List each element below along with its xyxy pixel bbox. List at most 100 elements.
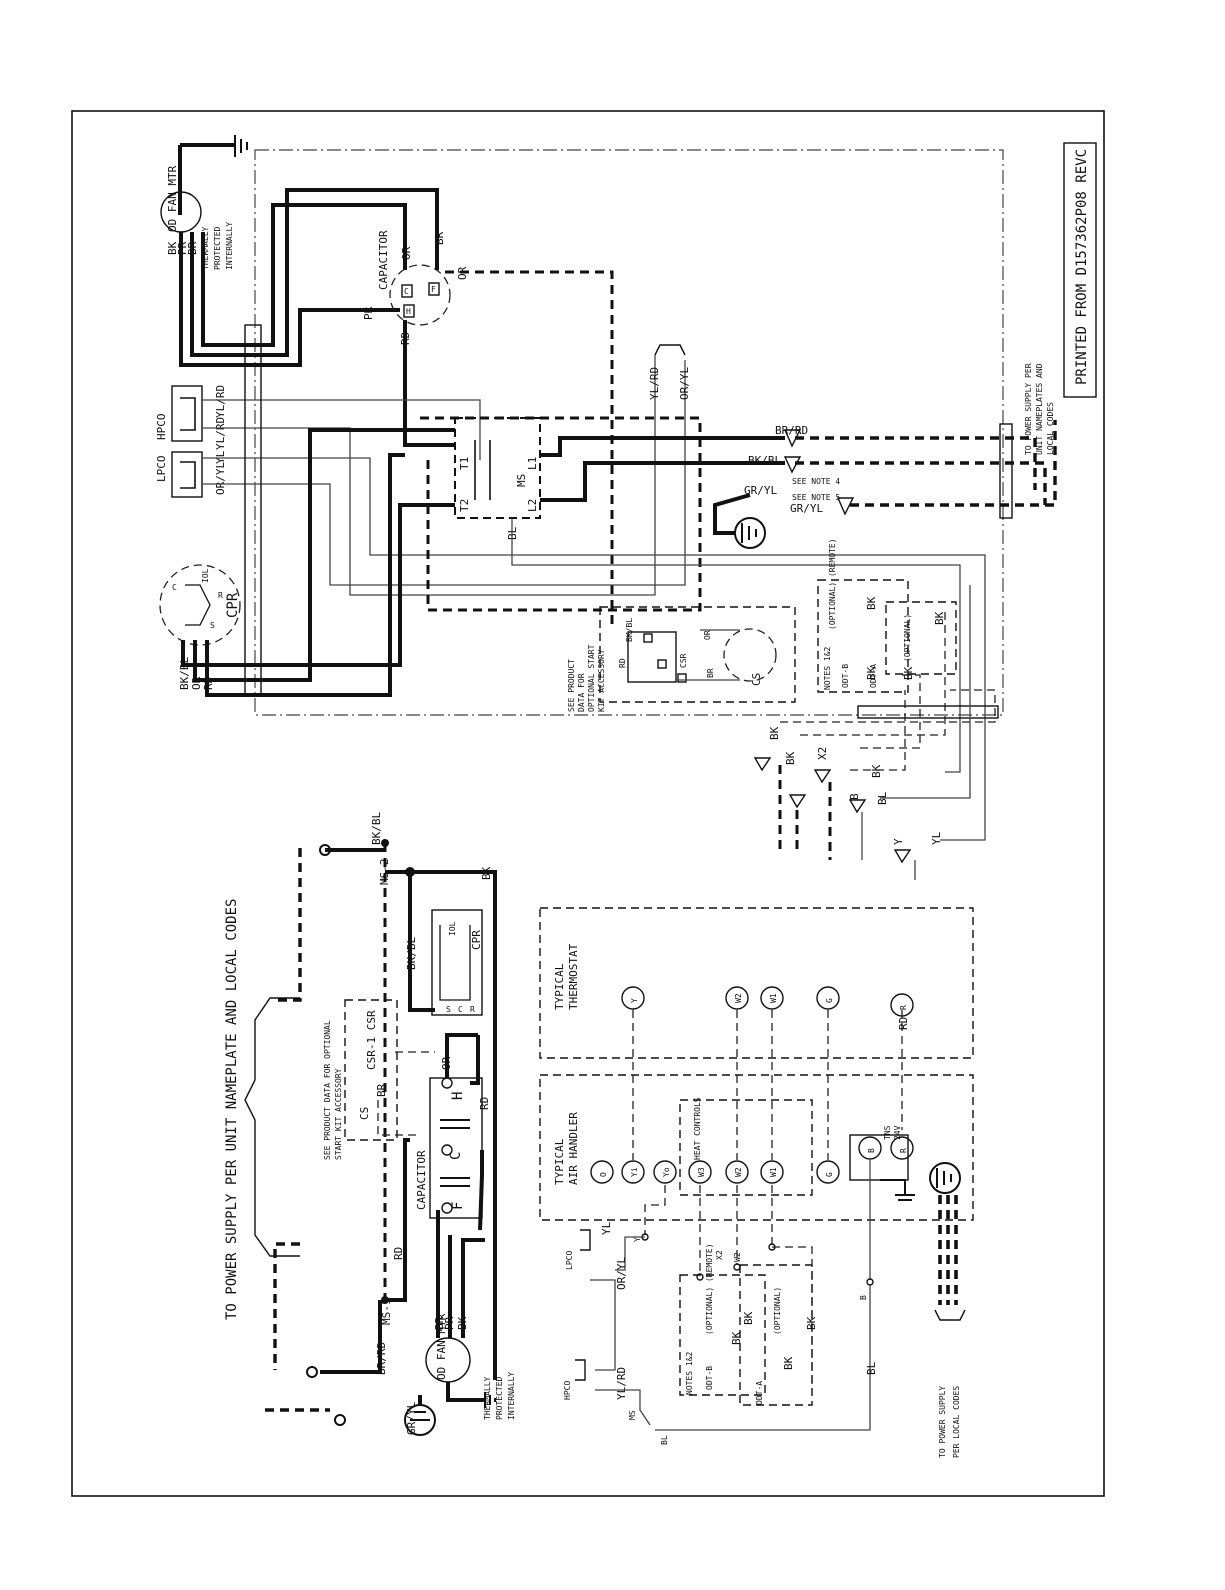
- ground-icon: [178, 135, 248, 215]
- svg-text:BK: BK: [870, 764, 883, 778]
- low-voltage-diagram: TYPICAL THERMOSTAT TYPICAL AIR HANDLER H…: [539, 907, 974, 1458]
- svg-text:X2: X2: [816, 747, 829, 760]
- ladder-start-kit-note: SEE PRODUCT DATA FOR OPTIONAL START KIT …: [323, 1020, 343, 1160]
- air-handler-terminal-circle: [858, 1136, 882, 1160]
- air-handler-terminal-label: W3: [697, 1167, 706, 1177]
- svg-text:S: S: [210, 621, 215, 630]
- thermostat-terminal-label: W2: [734, 993, 743, 1003]
- svg-text:HPCO: HPCO: [563, 1381, 572, 1400]
- ladder-supply-note: TO POWER SUPPLY PER UNIT NAMEPLATE AND L…: [224, 899, 240, 1320]
- ground-lug-icon: [713, 493, 766, 549]
- optional-start-kit: CSR CS BK/BL OR RD BR: [599, 606, 796, 703]
- svg-text:W2: W2: [733, 1252, 742, 1262]
- svg-text:NOTES 1&2: NOTES 1&2: [685, 1351, 694, 1395]
- svg-text:OR/YL: OR/YL: [214, 462, 227, 495]
- svg-text:IOL: IOL: [448, 921, 457, 936]
- svg-text:INTERNALLY: INTERNALLY: [507, 1372, 516, 1420]
- unit-wiring-diagram: OD FAN MTR THERMALLY PROTECTED INTERNALL…: [155, 135, 1057, 880]
- svg-text:CPR: CPR: [470, 930, 483, 950]
- air-handler-terminal-circle: [816, 1160, 840, 1184]
- svg-text:TYPICAL: TYPICAL: [553, 1138, 566, 1185]
- compressor-cpr: CPR IOL C S R BK/BL OR RD: [159, 564, 241, 690]
- svg-text:X2: X2: [715, 1250, 724, 1260]
- svg-text:BL: BL: [865, 1361, 878, 1375]
- supply-note: TO POWER SUPPLY PER UNIT NAMEPLATES AND …: [1024, 363, 1055, 455]
- svg-text:CS: CS: [750, 673, 763, 686]
- svg-text:BL: BL: [876, 791, 889, 805]
- svg-text:24V: 24V: [893, 1125, 902, 1140]
- svg-text:LPCO: LPCO: [155, 456, 168, 483]
- ladder-compressor: CPR IOL S C R: [431, 909, 483, 1016]
- svg-text:F: F: [431, 285, 436, 294]
- contactor-ms: T1 T2 L1 L2 MS BL: [454, 417, 541, 540]
- start-kit-note: SEE PRODUCT DATA FOR OPTIONAL START KIT …: [567, 644, 606, 712]
- svg-text:YL/RD: YL/RD: [615, 1367, 628, 1400]
- svg-text:BK/BL: BK/BL: [625, 618, 634, 642]
- svg-text:UNIT NAMEPLATES AND: UNIT NAMEPLATES AND: [1035, 363, 1044, 455]
- air-handler-terminal-label: Yi: [630, 1167, 639, 1177]
- svg-text:BK: BK: [865, 666, 878, 680]
- lpco-switch: LPCO YL OR/YL: [155, 450, 227, 498]
- svg-text:H: H: [406, 307, 411, 316]
- thermostat-terminal-label: R: [899, 1005, 908, 1010]
- svg-text:CAPACITOR: CAPACITOR: [415, 1150, 428, 1210]
- capacitor: C H F CAPACITOR PR RD OR BR OR: [362, 230, 469, 345]
- air-handler-terminal-label: G: [825, 1172, 834, 1177]
- svg-text:CS: CS: [358, 1107, 371, 1120]
- svg-text:DATA FOR: DATA FOR: [577, 673, 586, 712]
- svg-text:GR/YL: GR/YL: [744, 484, 777, 497]
- svg-text:R: R: [218, 591, 223, 600]
- svg-text:SEE PRODUCT: SEE PRODUCT: [567, 659, 576, 712]
- svg-text:THERMALLY: THERMALLY: [201, 226, 210, 270]
- odt-switches: NOTES 1&2 ODT-B ODT-A (OPTIONAL) (REMOTE…: [817, 538, 957, 693]
- svg-text:RD: RD: [618, 658, 627, 668]
- svg-text:YL/RD: YL/RD: [214, 385, 227, 418]
- svg-text:RD: RD: [392, 1247, 405, 1260]
- svg-text:(OPTIONAL): (OPTIONAL): [773, 1287, 782, 1335]
- svg-text:C: C: [404, 287, 409, 296]
- svg-text:THERMALLY: THERMALLY: [483, 1376, 492, 1420]
- svg-text:L1: L1: [526, 457, 539, 470]
- svg-text:IOL: IOL: [201, 568, 210, 583]
- svg-text:R: R: [470, 1005, 475, 1014]
- svg-text:GR/YL: GR/YL: [790, 502, 823, 515]
- thermostat-terminal-label: W1: [769, 993, 778, 1003]
- field-connections: BK BK X2 BK BL B Y YL: [753, 726, 943, 880]
- svg-text:NOTES 1&2: NOTES 1&2: [823, 646, 832, 690]
- svg-text:BL: BL: [660, 1435, 669, 1445]
- svg-text:CAPACITOR: CAPACITOR: [377, 230, 390, 290]
- svg-text:(OPTIONAL) (REMOTE): (OPTIONAL) (REMOTE): [705, 1243, 714, 1335]
- svg-text:B: B: [848, 793, 861, 800]
- svg-text:HPCO: HPCO: [155, 414, 168, 441]
- svg-text:START KIT ACCESSORY: START KIT ACCESSORY: [334, 1068, 343, 1160]
- svg-text:HEAT CONTROLS: HEAT CONTROLS: [693, 1097, 702, 1160]
- ladder-fan-motor: OD FAN MTR THERMALLY PROTECTED INTERNALL…: [425, 1210, 516, 1420]
- wire-harness-band: [244, 324, 262, 696]
- svg-text:BK/BL: BK/BL: [405, 937, 418, 970]
- control-box-boundary: [254, 149, 1004, 716]
- svg-text:(OPTIONAL) (REMOTE): (OPTIONAL) (REMOTE): [828, 538, 837, 630]
- air-handler-terminal-circle: [760, 1160, 784, 1184]
- svg-text:YL: YL: [600, 1221, 613, 1235]
- svg-text:ODT-B: ODT-B: [841, 664, 850, 688]
- svg-text:CSR-1 CSR: CSR-1 CSR: [365, 1010, 378, 1070]
- svg-text:YL: YL: [214, 450, 227, 464]
- air-handler-terminal-circle: [621, 1160, 645, 1184]
- svg-text:PRINTED FROM D157362P08 REVC: PRINTED FROM D157362P08 REVC: [1074, 149, 1090, 385]
- air-handler-terminal-label: B: [867, 1148, 876, 1153]
- svg-text:THERMOSTAT: THERMOSTAT: [567, 943, 580, 1010]
- hpco-switch: HPCO YL/RD YL/RD: [155, 385, 227, 450]
- svg-text:LOCAL CODES: LOCAL CODES: [1046, 402, 1055, 455]
- air-handler-terminal-label: R: [899, 1148, 908, 1153]
- svg-text:TYPICAL: TYPICAL: [553, 963, 566, 1010]
- ladder-diagram: TO POWER SUPPLY PER UNIT NAMEPLATE AND L…: [224, 812, 516, 1436]
- svg-text:INTERNALLY: INTERNALLY: [225, 222, 234, 270]
- svg-text:PROTECTED: PROTECTED: [495, 1376, 504, 1420]
- svg-text:BK: BK: [782, 1356, 795, 1370]
- svg-text:TO POWER SUPPLY: TO POWER SUPPLY: [938, 1386, 947, 1458]
- svg-text:SEE NOTE 5: SEE NOTE 5: [792, 493, 840, 502]
- thermostat-terminal-label: Y: [630, 998, 639, 1003]
- air-handler-terminal-label: O: [599, 1172, 608, 1177]
